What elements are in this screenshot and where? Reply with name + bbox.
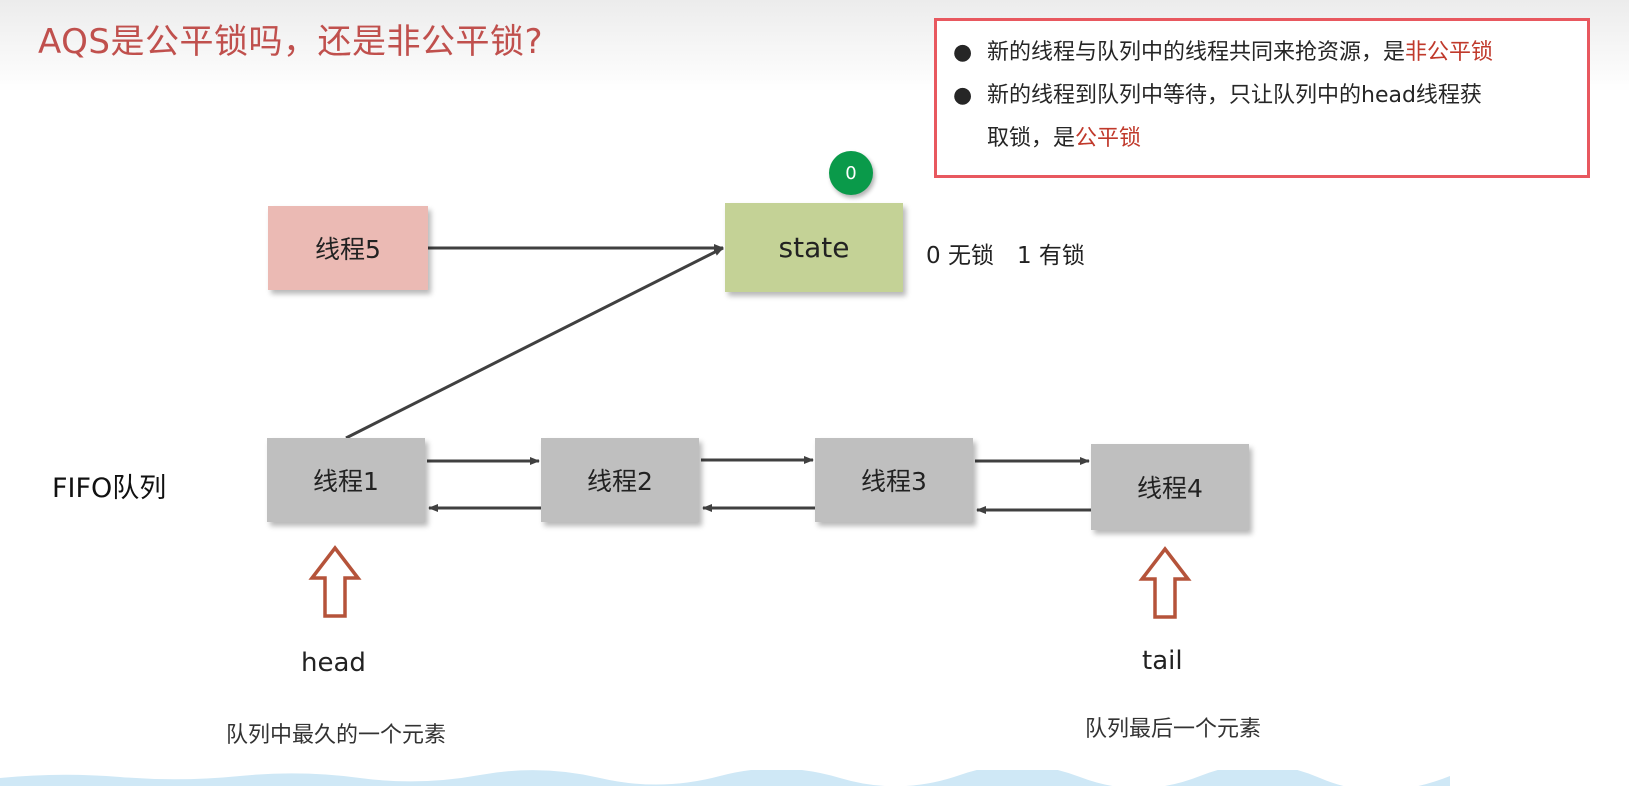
head-description: 队列中最久的一个元素: [226, 723, 447, 748]
note-item-unfair: ● 新的线程与队列中的线程共同来抢资源，是非公平锁: [951, 31, 1569, 74]
thread5-box: 线程5: [268, 206, 428, 290]
queue-thread-4: 线程4: [1091, 444, 1249, 530]
tail-pointer-icon: [1138, 546, 1192, 619]
queue-thread-2: 线程2: [541, 438, 699, 522]
queue-thread-1: 线程1: [267, 438, 425, 522]
fifo-queue-label: FIFO队列: [52, 473, 167, 504]
head-pointer-icon: [308, 545, 362, 618]
note-unfair-text: 新的线程与队列中的线程共同来抢资源，是: [987, 40, 1406, 65]
queue-thread-3: 线程3: [815, 438, 973, 522]
note-fair-text-a: 新的线程到队列中等待，只让队列中的head线程获: [987, 83, 1482, 108]
note-box: ● 新的线程与队列中的线程共同来抢资源，是非公平锁 ● 新的线程到队列中等待，只让队…: [934, 18, 1590, 178]
slide-title: AQS是公平锁吗，还是非公平锁?: [38, 22, 544, 62]
state-box: state: [725, 203, 903, 292]
tail-label: tail: [1142, 646, 1183, 676]
state-value-badge: 0: [829, 151, 873, 195]
note-unfair-emph: 非公平锁: [1405, 40, 1494, 65]
tail-description: 队列最后一个元素: [1085, 717, 1262, 742]
note-fair-text-b: 取锁，是: [987, 126, 1076, 151]
note-fair-emph: 公平锁: [1075, 126, 1142, 151]
bullet-icon: ●: [953, 83, 973, 108]
arrow-thread1-to-state: [345, 246, 724, 440]
state-legend: 0 无锁 1 有锁: [926, 243, 1085, 269]
decorative-wave: [0, 770, 1450, 786]
bullet-icon: ●: [953, 40, 973, 65]
head-label: head: [301, 648, 366, 678]
note-item-fair: ● 新的线程到队列中等待，只让队列中的head线程获取锁，是公平锁: [951, 74, 1569, 160]
